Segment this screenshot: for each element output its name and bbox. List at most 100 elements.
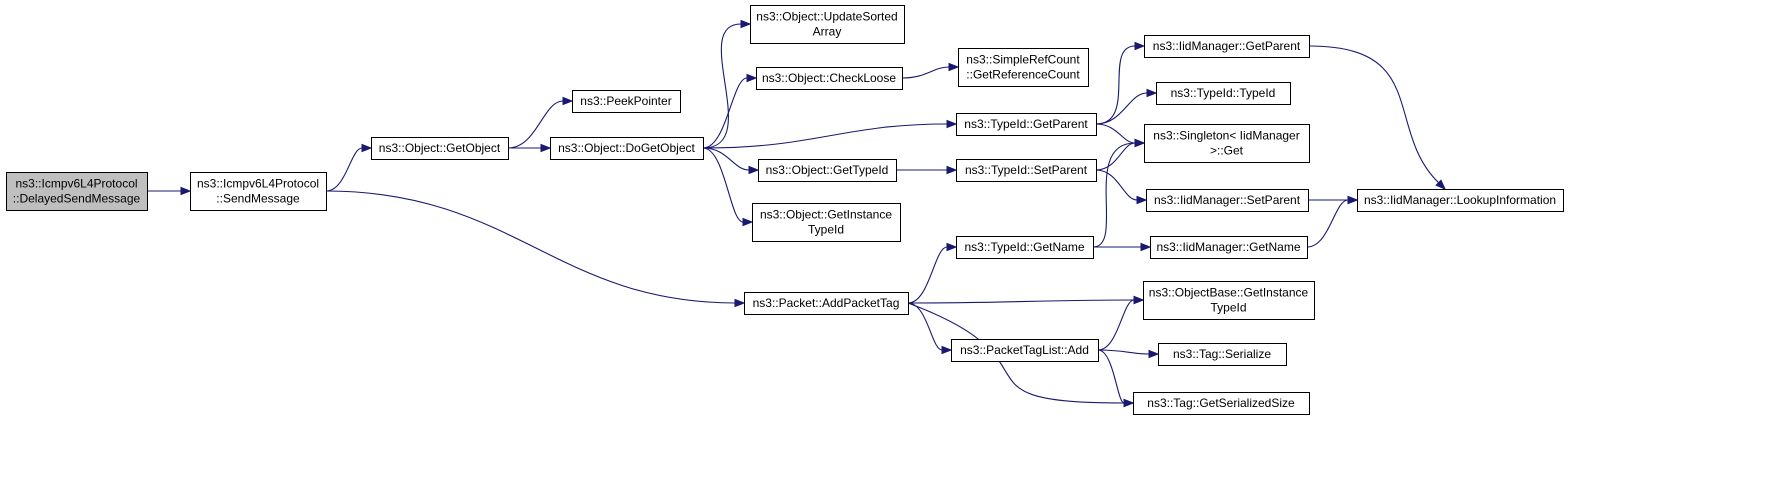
node-object-get-type-id[interactable]: ns3::Object::GetTypeId	[758, 159, 897, 182]
edge-line	[907, 302, 1125, 404]
edges-layer	[147, 19, 1446, 408]
nodes-layer: ns3::Icmpv6L4Protocol::DelayedSendMessag…	[6, 5, 1564, 415]
arrowhead-icon	[948, 62, 960, 72]
node-box	[1144, 124, 1310, 163]
edge-line	[1095, 45, 1136, 125]
node-check-loose[interactable]: ns3::Object::CheckLoose	[756, 67, 903, 90]
edge-line	[907, 246, 948, 304]
edge-line	[1097, 349, 1150, 355]
node-label: ns3::Icmpv6L4Protocol	[15, 177, 137, 191]
edge-typeid-get-name-to-iid-get-name	[1093, 242, 1152, 252]
node-box	[956, 159, 1097, 182]
edge-line	[1306, 199, 1349, 248]
edge-line	[1097, 349, 1125, 404]
node-box	[1133, 392, 1310, 415]
node-iid-get-name[interactable]: ns3::IidManager::GetName	[1150, 236, 1308, 259]
node-get-reference-count[interactable]: ns3::SimpleRefCount::GetReferenceCount	[958, 48, 1089, 87]
node-label: ns3::Object::UpdateSorted	[756, 10, 897, 24]
node-box	[956, 113, 1097, 136]
node-box	[752, 203, 901, 242]
node-box	[6, 172, 148, 211]
node-lookup-information[interactable]: ns3::IidManager::LookupInformation	[1357, 189, 1564, 212]
edge-line	[1095, 123, 1136, 144]
node-label: ns3::TypeId::SetParent	[965, 163, 1088, 177]
node-box	[744, 292, 909, 315]
arrowhead-icon	[742, 217, 754, 227]
node-typeid-get-name[interactable]: ns3::TypeId::GetName	[956, 236, 1094, 259]
arrowhead-icon	[946, 165, 958, 175]
arrowhead-icon	[748, 165, 760, 175]
node-box	[958, 48, 1089, 87]
edge-line	[1092, 142, 1136, 248]
arrowhead-icon	[746, 73, 758, 83]
node-box	[190, 172, 327, 211]
edge-line	[702, 77, 748, 149]
node-label: ns3::TypeId::GetName	[964, 240, 1084, 254]
node-singleton-get[interactable]: ns3::Singleton< IidManager>::Get	[1144, 124, 1310, 163]
node-label: ::SendMessage	[216, 192, 300, 206]
edge-line	[702, 23, 742, 149]
node-get-object[interactable]: ns3::Object::GetObject	[371, 137, 509, 160]
edge-line	[907, 299, 1135, 304]
arrowhead-icon	[1148, 349, 1160, 359]
node-box	[956, 236, 1094, 259]
node-typeid-set-parent[interactable]: ns3::TypeId::SetParent	[956, 159, 1097, 182]
edge-typeid-get-name-to-singleton-get	[1092, 138, 1146, 248]
node-label: ns3::TypeId::TypeId	[1171, 86, 1276, 100]
edge-packet-tag-list-add-to-tag-get-serialized-size	[1097, 349, 1135, 408]
node-typeid-typeid[interactable]: ns3::TypeId::TypeId	[1156, 82, 1291, 105]
node-box	[951, 339, 1099, 362]
edge-line	[1095, 169, 1138, 201]
arrowhead-icon	[941, 345, 953, 355]
node-label: TypeId	[1210, 301, 1246, 315]
edge-typeid-set-parent-to-iid-set-parent	[1095, 169, 1148, 205]
node-label: Array	[813, 25, 842, 39]
edge-line	[1095, 142, 1136, 171]
node-peek-pointer[interactable]: ns3::PeekPointer	[572, 90, 681, 113]
edge-iid-get-parent-to-lookup-information	[1308, 45, 1446, 190]
edge-get-object-to-peek-pointer	[507, 96, 574, 149]
node-do-get-object[interactable]: ns3::Object::DoGetObject	[550, 137, 704, 160]
node-label: >::Get	[1210, 144, 1244, 158]
arrowhead-icon	[562, 96, 574, 106]
node-label: ns3::Object::GetInstance	[760, 208, 892, 222]
node-box	[371, 137, 509, 160]
node-iid-set-parent[interactable]: ns3::IidManager::SetParent	[1146, 189, 1309, 212]
node-label: ns3::SimpleRefCount	[966, 53, 1080, 67]
arrowhead-icon	[946, 242, 958, 252]
edge-do-get-object-to-typeid-get-parent	[702, 119, 958, 149]
edge-typeid-get-parent-to-typeid-typeid	[1095, 88, 1158, 125]
node-tag-serialize[interactable]: ns3::Tag::Serialize	[1158, 343, 1287, 366]
node-label: ns3::Object::CheckLoose	[762, 71, 896, 85]
node-box	[1146, 189, 1309, 212]
node-label: ns3::IidManager::SetParent	[1154, 193, 1301, 207]
node-label: ns3::Object::GetObject	[379, 141, 501, 155]
arrowhead-icon	[540, 143, 552, 153]
node-box	[1150, 236, 1308, 259]
edge-packet-tag-list-add-to-objectbase-get-instance-type-id	[1097, 295, 1145, 351]
node-label: TypeId	[808, 223, 844, 237]
edge-line	[1095, 92, 1148, 125]
edge-line	[325, 147, 363, 192]
node-send-message[interactable]: ns3::Icmpv6L4Protocol::SendMessage	[190, 172, 327, 211]
edge-line	[325, 190, 736, 304]
node-add-packet-tag[interactable]: ns3::Packet::AddPacketTag	[744, 292, 909, 315]
arrowhead-icon	[1146, 88, 1158, 98]
node-label: ns3::Object::GetTypeId	[766, 163, 889, 177]
node-typeid-get-parent[interactable]: ns3::TypeId::GetParent	[956, 113, 1097, 136]
node-packet-tag-list-add[interactable]: ns3::PacketTagList::Add	[951, 339, 1099, 362]
node-box	[1156, 82, 1291, 105]
arrowhead-icon	[1134, 138, 1146, 148]
node-root[interactable]: ns3::Icmpv6L4Protocol::DelayedSendMessag…	[6, 172, 148, 211]
edge-line	[901, 66, 950, 79]
arrowhead-icon	[1133, 295, 1145, 305]
node-tag-get-serialized-size[interactable]: ns3::Tag::GetSerializedSize	[1133, 392, 1310, 415]
node-label: ns3::Singleton< IidManager	[1153, 129, 1299, 143]
node-iid-get-parent[interactable]: ns3::IidManager::GetParent	[1144, 35, 1310, 58]
edge-do-get-object-to-check-loose	[702, 73, 758, 149]
edge-line	[1308, 45, 1439, 184]
